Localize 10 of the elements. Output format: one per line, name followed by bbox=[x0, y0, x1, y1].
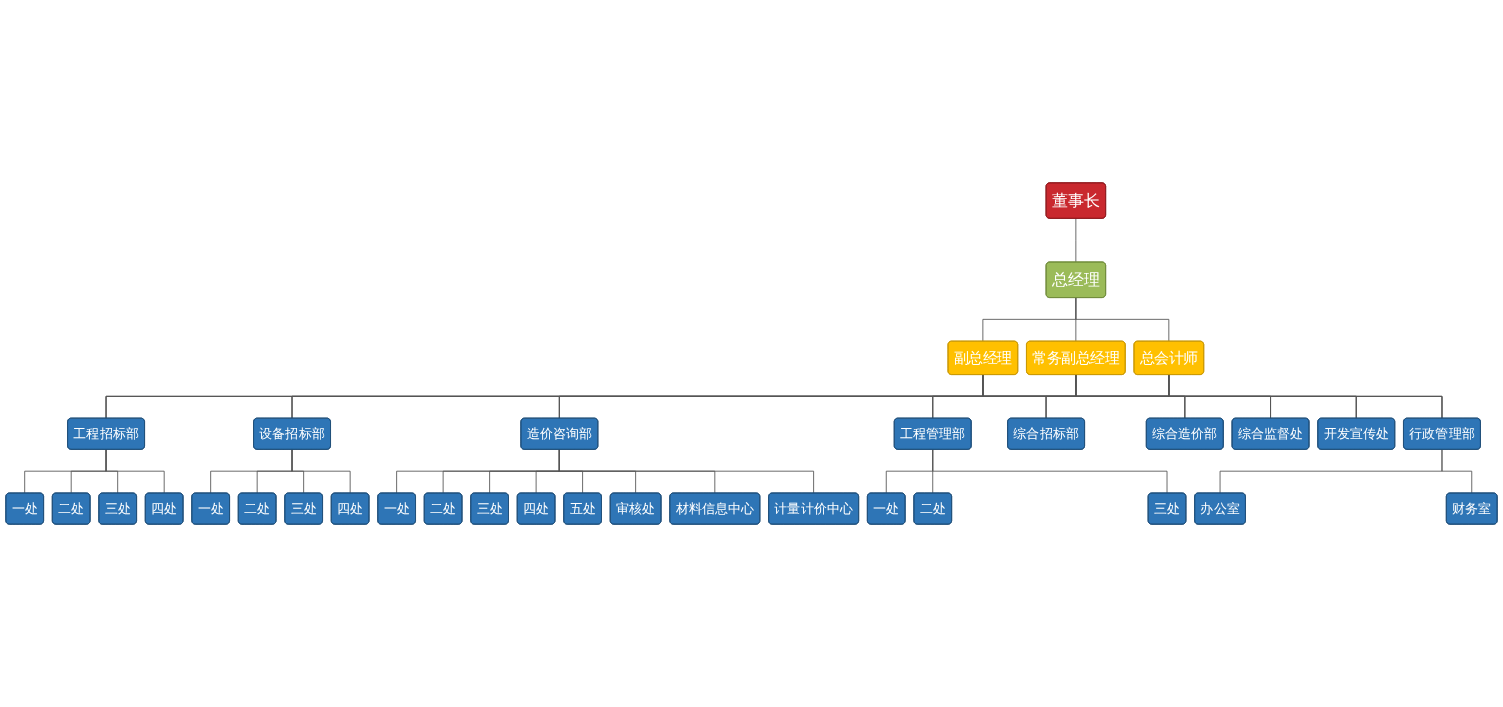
connector bbox=[1441, 448, 1473, 494]
connector bbox=[932, 448, 1168, 494]
connector bbox=[105, 448, 165, 494]
connector bbox=[1075, 374, 1443, 419]
connector bbox=[1168, 374, 1443, 419]
connector bbox=[982, 374, 1443, 419]
connector bbox=[558, 448, 815, 494]
connector bbox=[1075, 217, 1077, 263]
connector bbox=[1075, 297, 1170, 342]
connector bbox=[291, 448, 351, 494]
